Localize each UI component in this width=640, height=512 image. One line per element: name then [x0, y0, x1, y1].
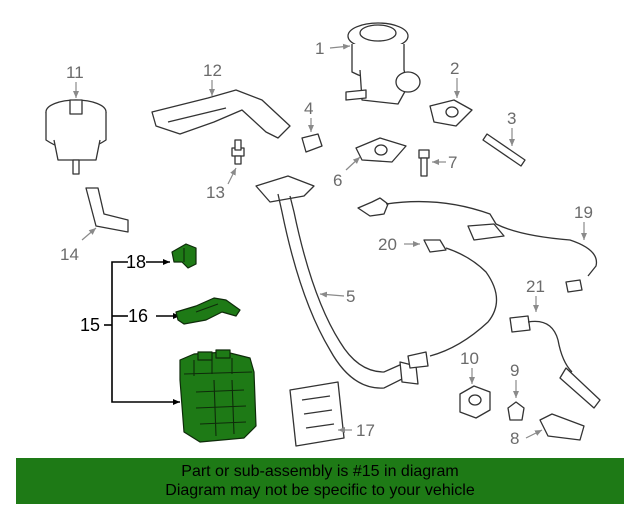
info-banner: Part or sub-assembly is #15 in diagram D…	[16, 458, 624, 504]
stud-part	[482, 133, 526, 167]
callout-18: 18	[126, 252, 146, 272]
oxygen-sensor-21-part	[509, 315, 601, 409]
bracket-16-part	[175, 297, 241, 325]
egr-pipe-part	[255, 175, 419, 389]
oxygen-sensor-19-part	[357, 197, 598, 293]
nut-10-part	[459, 385, 491, 419]
banner-line-2: Diagram may not be specific to your vehi…	[165, 482, 475, 499]
callout-6: 6	[333, 171, 342, 190]
callout-14: 14	[60, 245, 79, 264]
callout-1: 1	[315, 39, 324, 58]
callout-9: 9	[510, 361, 519, 380]
cap-9-part	[507, 401, 525, 421]
hose-part	[85, 187, 129, 233]
switch-8-part	[539, 413, 585, 441]
gasket-part	[429, 99, 473, 127]
egr-valve-part	[345, 22, 421, 105]
nut-part	[301, 133, 323, 153]
callout-5: 5	[346, 287, 355, 306]
callout-7: 7	[448, 153, 457, 172]
gasket-6-part	[355, 137, 407, 163]
callout-10: 10	[460, 349, 479, 368]
callout-15-bracket	[104, 259, 180, 405]
callout-17: 17	[356, 421, 375, 440]
callout-3: 3	[507, 109, 516, 128]
vacuum-modulator-part	[45, 99, 107, 175]
callout-4: 4	[304, 99, 313, 118]
callout-15: 15	[80, 315, 100, 335]
bracket-plate-17-part	[289, 381, 345, 447]
callout-16: 16	[128, 306, 148, 326]
bolt-7-part	[418, 149, 430, 177]
callout-8: 8	[510, 429, 519, 448]
banner-line-1: Part or sub-assembly is #15 in diagram	[181, 463, 459, 480]
bolt-13-part	[231, 139, 245, 165]
callout-20: 20	[378, 235, 397, 254]
callout-19: 19	[574, 203, 593, 222]
oxygen-sensor-20-part	[407, 239, 498, 369]
callout-12: 12	[203, 61, 222, 80]
callout-11: 11	[66, 63, 84, 82]
callout-2: 2	[450, 59, 459, 78]
charcoal-canister-part	[179, 349, 257, 443]
callout-21: 21	[526, 277, 545, 296]
callout-13: 13	[206, 183, 225, 202]
bracket-part	[151, 89, 291, 139]
bracket-18-part	[171, 243, 197, 269]
parts-diagram: 1 2 3 4 6 7 11 12	[45, 22, 601, 448]
